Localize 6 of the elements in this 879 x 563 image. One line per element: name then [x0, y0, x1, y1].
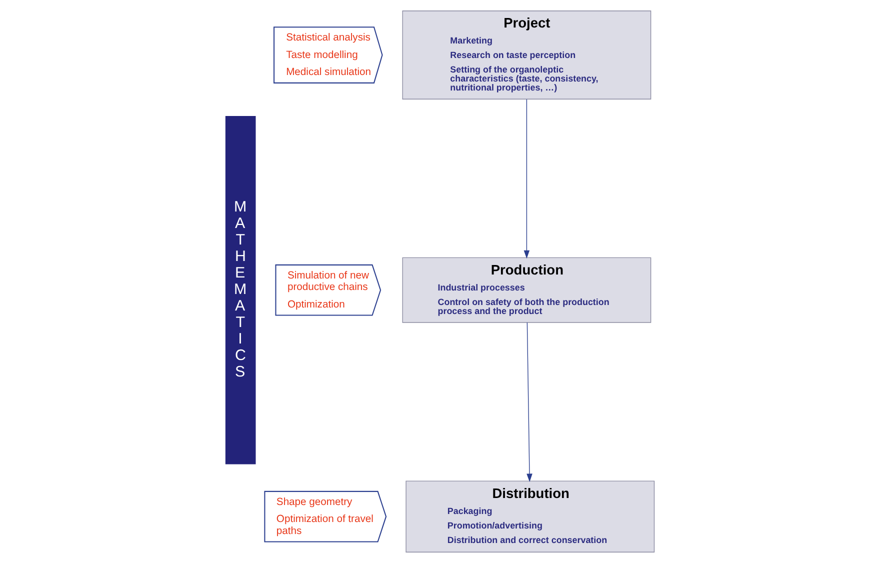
node-box: MATHEMATICS: [224, 116, 256, 464]
node-box: Project Marketing Research on taste perception Setting of the organoleptic characteristics (taste, consistency, nutritional properties, …): [402, 10, 651, 100]
arrow: [523, 99, 530, 259]
node-box: Production Industrial processes Control on safety of both the production process and the product: [402, 257, 651, 323]
node-box: Distribution Packaging Promotion/advertising Distribution and correct conservation: [405, 480, 654, 552]
arrow: [526, 322, 532, 482]
